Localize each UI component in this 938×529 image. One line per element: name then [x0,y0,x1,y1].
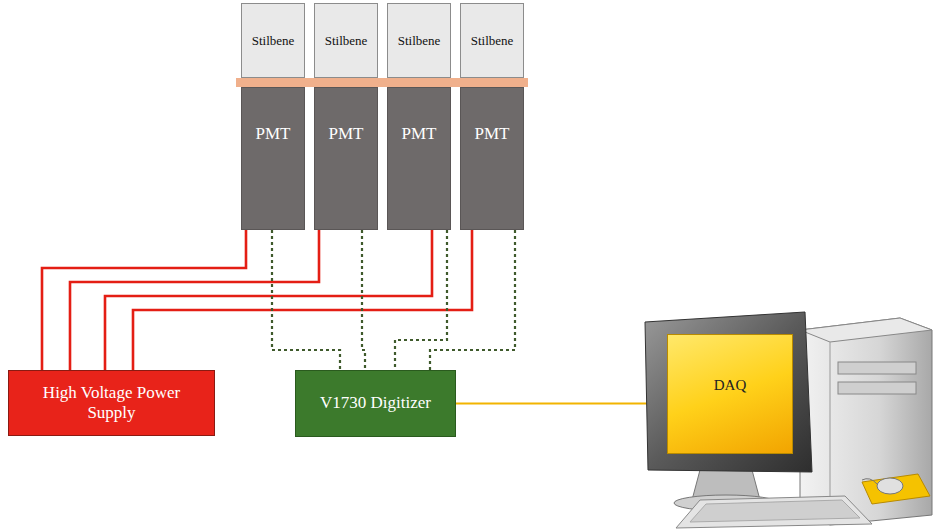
node-label: Stilbene [252,33,295,49]
node-label: High Voltage Power Supply [17,383,206,424]
mouse [862,474,930,504]
wire-connector [395,230,447,370]
pmt-box: PMT [387,87,451,230]
scintillator-box: Stilbene [460,3,524,78]
scintillator-box: Stilbene [387,3,451,78]
wire-connector [456,403,667,404]
scintillator-box: Stilbene [241,3,305,78]
pmt-box: PMT [241,87,305,230]
keyboard [676,496,872,528]
node-label: PMT [475,124,510,144]
digitizer-box: V1730 Digitizer [295,370,456,437]
scintillator-box: Stilbene [314,3,378,78]
wire-connector [430,230,515,370]
wire-connector [70,230,319,370]
monitor [645,312,812,511]
optical-coupling-pads [236,78,528,87]
wire-connector [42,230,246,370]
wire-connector [272,230,340,370]
node-label: PMT [329,124,364,144]
daq-screen: DAQ [667,334,793,454]
power-supply-box: High Voltage Power Supply [8,370,215,436]
wire-connector [362,230,365,370]
pmt-box: PMT [314,87,378,230]
node-label: Stilbene [398,33,441,49]
wire-connector [133,230,472,370]
node-label: DAQ [714,377,747,394]
computer-tower [800,318,932,525]
node-label: Stilbene [325,33,368,49]
node-label: PMT [256,124,291,144]
node-label: PMT [402,124,437,144]
node-label: Stilbene [471,33,514,49]
node-label: V1730 Digitizer [320,393,431,413]
pmt-box: PMT [460,87,524,230]
wire-connector [105,230,432,370]
